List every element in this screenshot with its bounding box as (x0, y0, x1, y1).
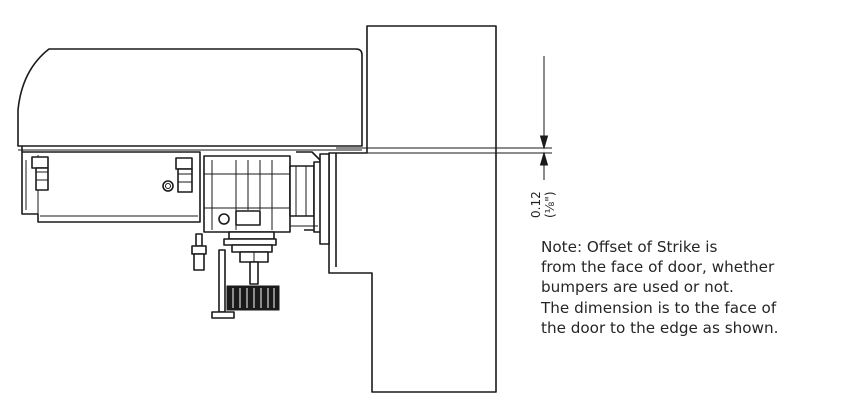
bumper-right (175, 157, 193, 193)
dimension-arrow-up (539, 151, 549, 166)
bumper-left (31, 156, 49, 191)
dimension-fraction: (⅛") (543, 191, 557, 218)
latch-mechanism (203, 151, 330, 245)
installation-note: Note: Offset of Strike is from the face … (541, 237, 853, 338)
note-line: bumpers are used or not. (541, 278, 734, 297)
side-pin (191, 233, 207, 271)
note-line: the door to the edge as shown. (541, 318, 779, 337)
long-pin (211, 249, 235, 319)
note-line: Note: Offset of Strike is (541, 238, 718, 256)
dimension-arrow-down (539, 135, 549, 150)
adjustment-stack (223, 231, 277, 285)
note-line: The dimension is to the face of (541, 298, 777, 317)
dimension-lines (336, 56, 552, 180)
note-line: from the face of door, whether (541, 258, 775, 277)
dimension-value: 0.12 (529, 191, 543, 218)
strike-body (17, 48, 363, 223)
adjustment-knob (226, 285, 280, 311)
set-screw (162, 180, 174, 192)
